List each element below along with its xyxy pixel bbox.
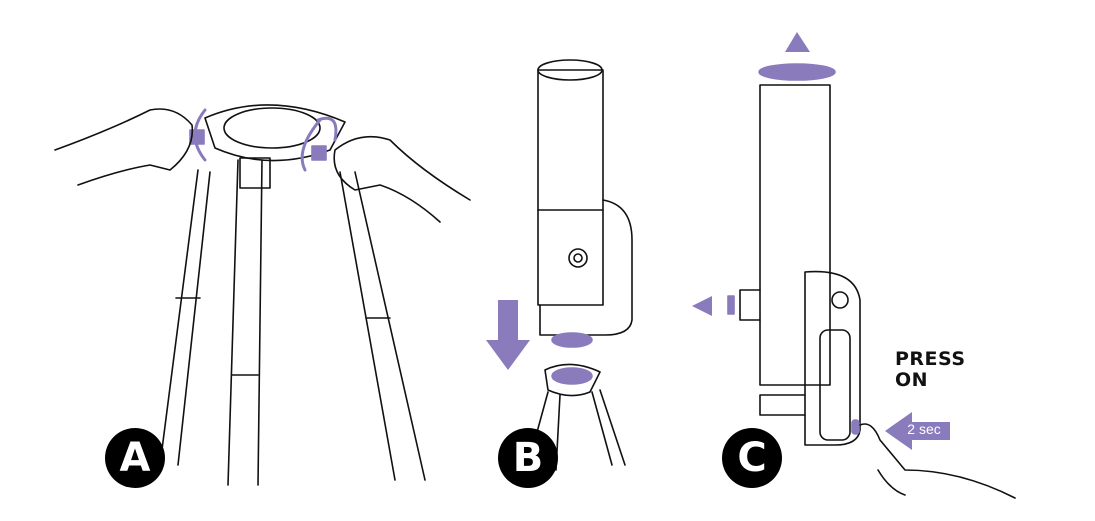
arrow-down-icon — [486, 300, 530, 370]
duration-label: 2 sec — [907, 421, 941, 437]
arrow-left-press-icon — [885, 412, 950, 450]
tripod-a — [54, 104, 471, 486]
on-line: ON — [895, 369, 929, 391]
step-a-badge: A — [105, 428, 165, 488]
arrow-up-icon — [785, 32, 810, 52]
press-line: PRESS — [895, 348, 966, 370]
press-on-label: PRESS ON — [895, 349, 966, 391]
step-b-badge: B — [498, 428, 558, 488]
telescope-b — [486, 59, 633, 471]
telescope-c — [692, 32, 1016, 499]
arrow-left-icon — [692, 296, 712, 316]
step-c-badge: C — [722, 428, 782, 488]
